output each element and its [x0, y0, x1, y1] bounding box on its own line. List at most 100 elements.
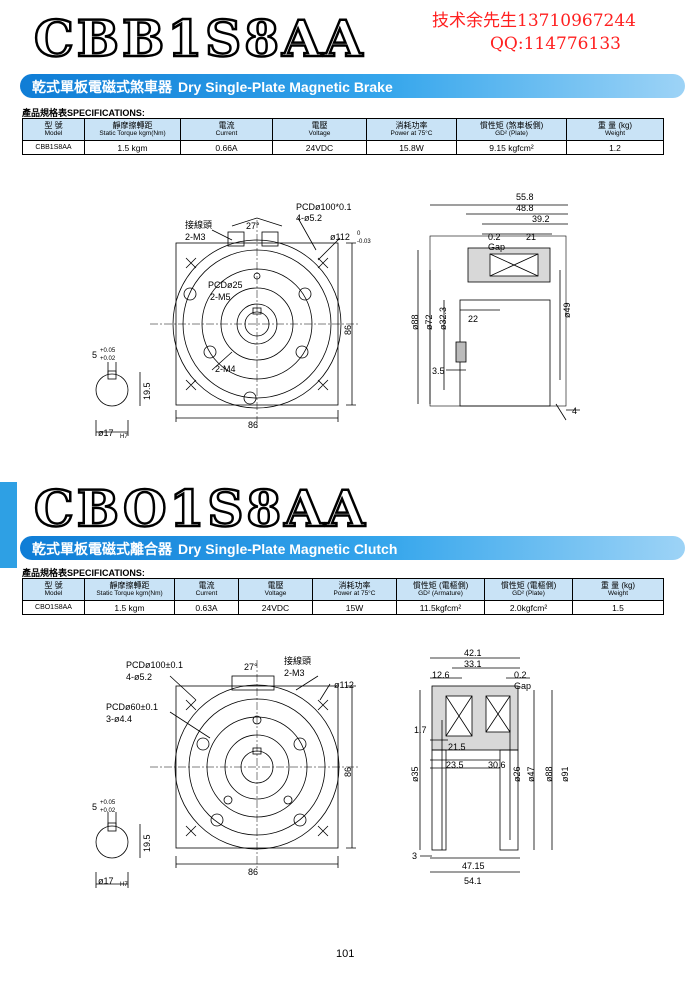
brake-bore: ø17	[98, 428, 114, 438]
brake-cell-inertia: 9.15 kgfcm²	[456, 140, 567, 155]
clutch-side-d5: 1.7	[414, 725, 427, 735]
clutch-keyway-circle	[95, 825, 129, 859]
clutch-bore: ø17	[98, 876, 114, 886]
clutch-header-inertia-armature: 慣性矩 (電樞側)GD² (Armature)	[396, 578, 485, 601]
brake-side-d6: 22	[468, 314, 478, 324]
brake-side-dia-c: ø32.3	[438, 307, 448, 330]
clutch-side-d4: 0.2	[514, 670, 527, 680]
brake-spec-label: 產品規格表SPECIFICATIONS:	[22, 108, 145, 118]
contact-qq: QQ:114776133	[490, 34, 621, 54]
brake-key-tol-bottom: +0.02	[100, 356, 116, 362]
clutch-cell-weight: 1.5	[572, 600, 664, 615]
brake-terminal-spec: 2-M3	[185, 232, 206, 242]
contact-phone: 技术余先生13710967244	[432, 11, 636, 31]
clutch-model-title: CBO1S8AA	[33, 479, 368, 538]
clutch-side-dia-a: ø35	[410, 766, 420, 782]
clutch-key-width: 5	[92, 802, 97, 812]
side-tab	[0, 482, 17, 568]
brake-dia-outer: ø112	[330, 232, 350, 242]
clutch-key-tol-bottom: +0.02	[100, 808, 116, 814]
clutch-title-en: Dry Single-Plate Magnetic Clutch	[178, 541, 398, 557]
table-row: CBB1S8AA 1.5 kgm 0.66A 24VDC 15.8W 9.15 …	[22, 140, 664, 155]
brake-model-title: CBB1S8AA	[33, 9, 366, 68]
brake-pcd-inner: PCDø25	[208, 280, 243, 290]
brake-dia-tol-top: 0	[357, 231, 361, 237]
clutch-terminal-spec: 2-M3	[284, 668, 305, 678]
brake-header-inertia: 慣性矩 (煞車板側)GD² (Plate)	[456, 118, 567, 141]
brake-side-dia-a: ø88	[410, 314, 420, 330]
clutch-side-d8: 30.6	[488, 760, 506, 770]
brake-width: 86	[248, 420, 258, 430]
brake-side-d7: 3.5	[432, 366, 445, 376]
clutch-bore-fit: H7	[120, 882, 128, 888]
clutch-holes-inner: 3-ø4.4	[106, 714, 132, 724]
clutch-side-dia-b: ø26	[512, 766, 522, 782]
brake-side-gap: Gap	[488, 242, 505, 252]
clutch-holes-outer: 4-ø5.2	[126, 672, 152, 682]
clutch-side-d11: 54.1	[464, 876, 482, 886]
brake-tap: 2-M4	[215, 364, 236, 374]
brake-bar-title: 乾式單板電磁式煞車器 Dry Single-Plate Magnetic Brak…	[32, 77, 393, 97]
brake-angle: 27°	[246, 221, 260, 231]
clutch-cell-model: CBO1S8AA	[22, 600, 85, 615]
brake-side-d4: 0.2	[488, 232, 501, 242]
brake-title-cn: 乾式單板電磁式煞車器	[32, 80, 172, 96]
brake-header-weight: 重 量 (kg)Weight	[566, 118, 664, 141]
clutch-title-bar: 乾式單板電磁式離合器 Dry Single-Plate Magnetic Clut…	[20, 536, 685, 560]
clutch-side-dia-e: ø91	[560, 766, 570, 782]
brake-title-en: Dry Single-Plate Magnetic Brake	[178, 79, 393, 95]
clutch-side-d1: 42.1	[464, 648, 482, 658]
clutch-key-tol-top: +0.05	[100, 800, 116, 806]
brake-side-d2: 48.8	[516, 203, 534, 213]
clutch-title-cn: 乾式單板電磁式離合器	[32, 542, 172, 558]
brake-title-bar: 乾式單板電磁式煞車器 Dry Single-Plate Magnetic Brak…	[20, 74, 685, 98]
brake-key-width: 5	[92, 350, 97, 360]
brake-side-d5: 21	[526, 232, 536, 242]
clutch-bar-title: 乾式單板電磁式離合器 Dry Single-Plate Magnetic Clut…	[32, 539, 397, 559]
clutch-height: 86	[343, 767, 353, 777]
clutch-side-dia-d: ø88	[544, 766, 554, 782]
clutch-front-housing	[175, 685, 339, 849]
clutch-side-d6: 21.5	[448, 742, 466, 752]
table-row: CBO1S8AA 1.5 kgm 0.63A 24VDC 15W 11.5kgf…	[22, 600, 664, 615]
clutch-side-d7: 23.5	[446, 760, 464, 770]
brake-bore-fit: H7	[120, 434, 128, 440]
brake-side-d8: 4	[572, 406, 577, 416]
brake-side-d1: 55.8	[516, 192, 534, 202]
clutch-terminal-label: 接線頭	[284, 655, 311, 666]
clutch-side-gap: Gap	[514, 681, 531, 691]
brake-pcd-inner-holes: 2-M5	[210, 292, 231, 302]
brake-dia-tol-bottom: -0.03	[357, 239, 371, 245]
clutch-key-depth: 19.5	[142, 834, 152, 852]
clutch-side-d10: 47.15	[462, 861, 485, 871]
clutch-width: 86	[248, 867, 258, 877]
brake-height: 86	[343, 325, 353, 335]
clutch-pcd-outer: PCDø100±0.1	[126, 660, 183, 670]
clutch-dia-outer: ø112	[334, 680, 354, 690]
brake-key-tol-top: +0.05	[100, 348, 116, 354]
clutch-header-weight: 重 量 (kg)Weight	[572, 578, 664, 601]
brake-key-depth: 19.5	[142, 382, 152, 400]
brake-side-dia-d: ø49	[562, 302, 572, 318]
clutch-side-d3: 12.6	[432, 670, 450, 680]
clutch-angle: 27°	[244, 662, 258, 672]
clutch-cell-torque: 1.5 kgm	[84, 600, 175, 615]
brake-side-d3: 39.2	[532, 214, 550, 224]
brake-cell-model: CBB1S8AA	[22, 140, 85, 155]
page-number: 101	[336, 948, 355, 960]
clutch-pcd-inner: PCDø60±0.1	[106, 702, 158, 712]
brake-side-dia-b: ø72	[424, 314, 434, 330]
brake-keyway-circle	[95, 373, 129, 407]
brake-holes-outer: 4-ø5.2	[296, 213, 322, 223]
